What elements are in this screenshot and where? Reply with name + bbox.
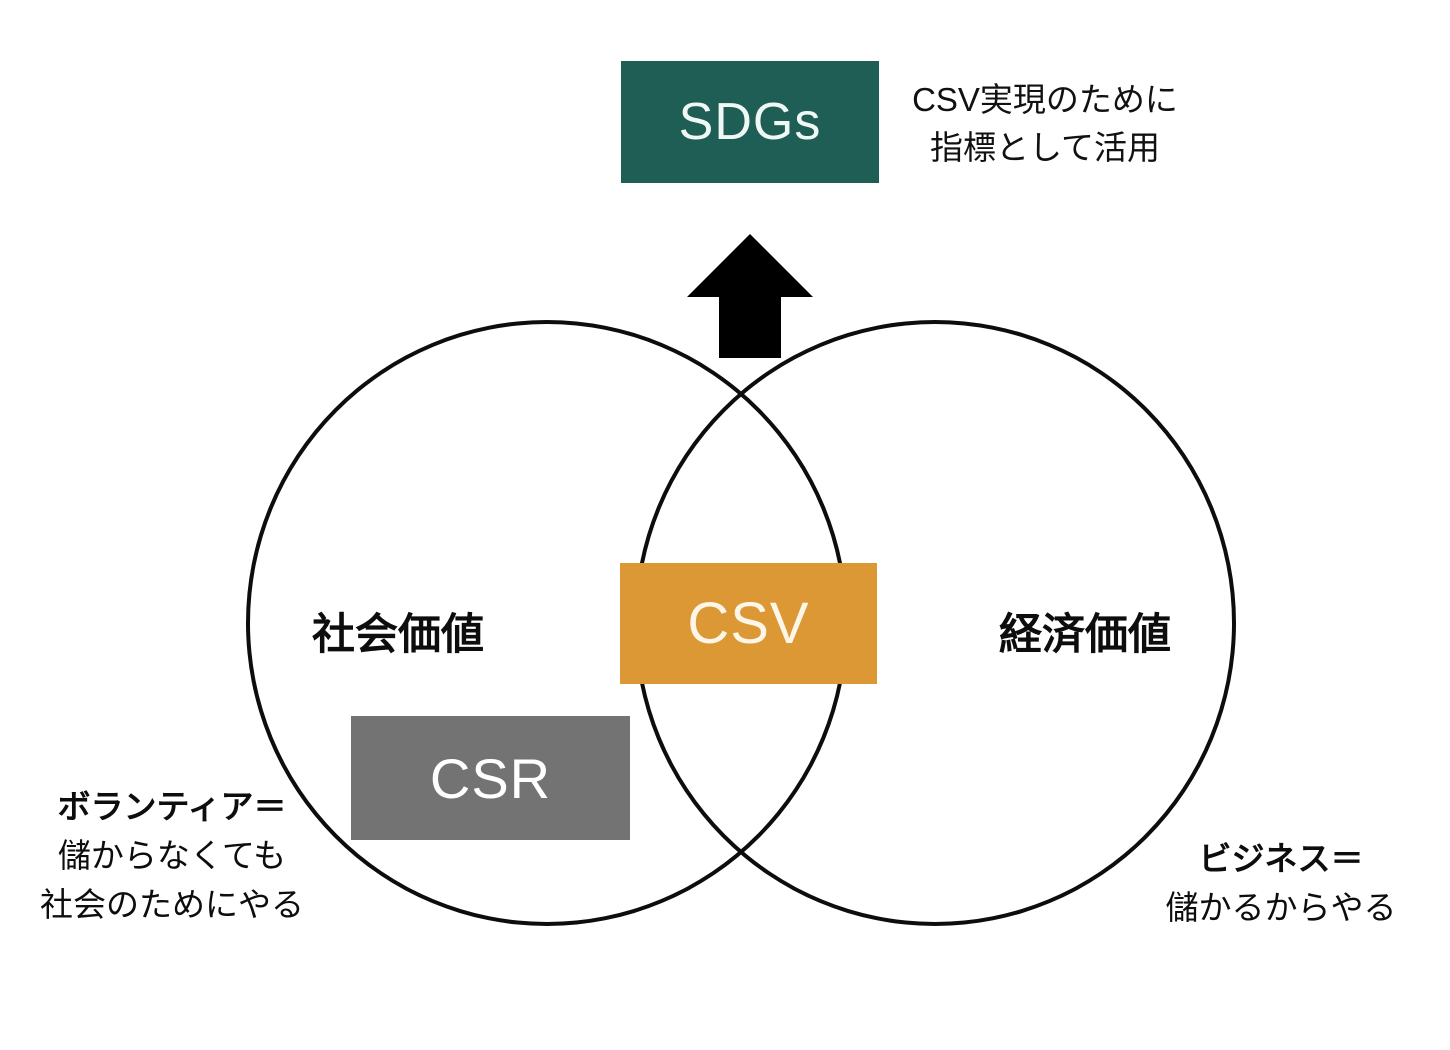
csr-box: CSR (351, 716, 630, 840)
economic-value-label: 経済価値 (999, 611, 1171, 659)
csv-box: CSV (620, 563, 877, 684)
business-caption-line2: 儲かるからやる (1165, 889, 1397, 926)
volunteer-caption: ボランティア＝ 儲からなくても 社会のためにやる (22, 782, 322, 929)
csv-label: CSV (687, 591, 810, 656)
csr-label: CSR (429, 746, 552, 810)
sdgs-note: CSV実現のために 指標として活用 (895, 76, 1195, 172)
sdgs-note-line1: CSV実現のために (912, 81, 1178, 118)
arrow-up-icon (687, 234, 813, 358)
sdgs-box: SDGs (621, 61, 879, 183)
sdgs-label: SDGs (678, 93, 822, 151)
business-caption-line1: ビジネス＝ (1198, 840, 1364, 877)
social-value-label: 社会価値 (312, 611, 484, 659)
volunteer-caption-line2: 儲からなくても (57, 837, 287, 874)
volunteer-caption-line1: ボランティア＝ (57, 788, 287, 825)
volunteer-caption-line3: 社会のためにやる (40, 886, 304, 923)
business-caption: ビジネス＝ 儲かるからやる (1131, 834, 1431, 932)
sdgs-note-line2: 指標として活用 (929, 129, 1160, 166)
